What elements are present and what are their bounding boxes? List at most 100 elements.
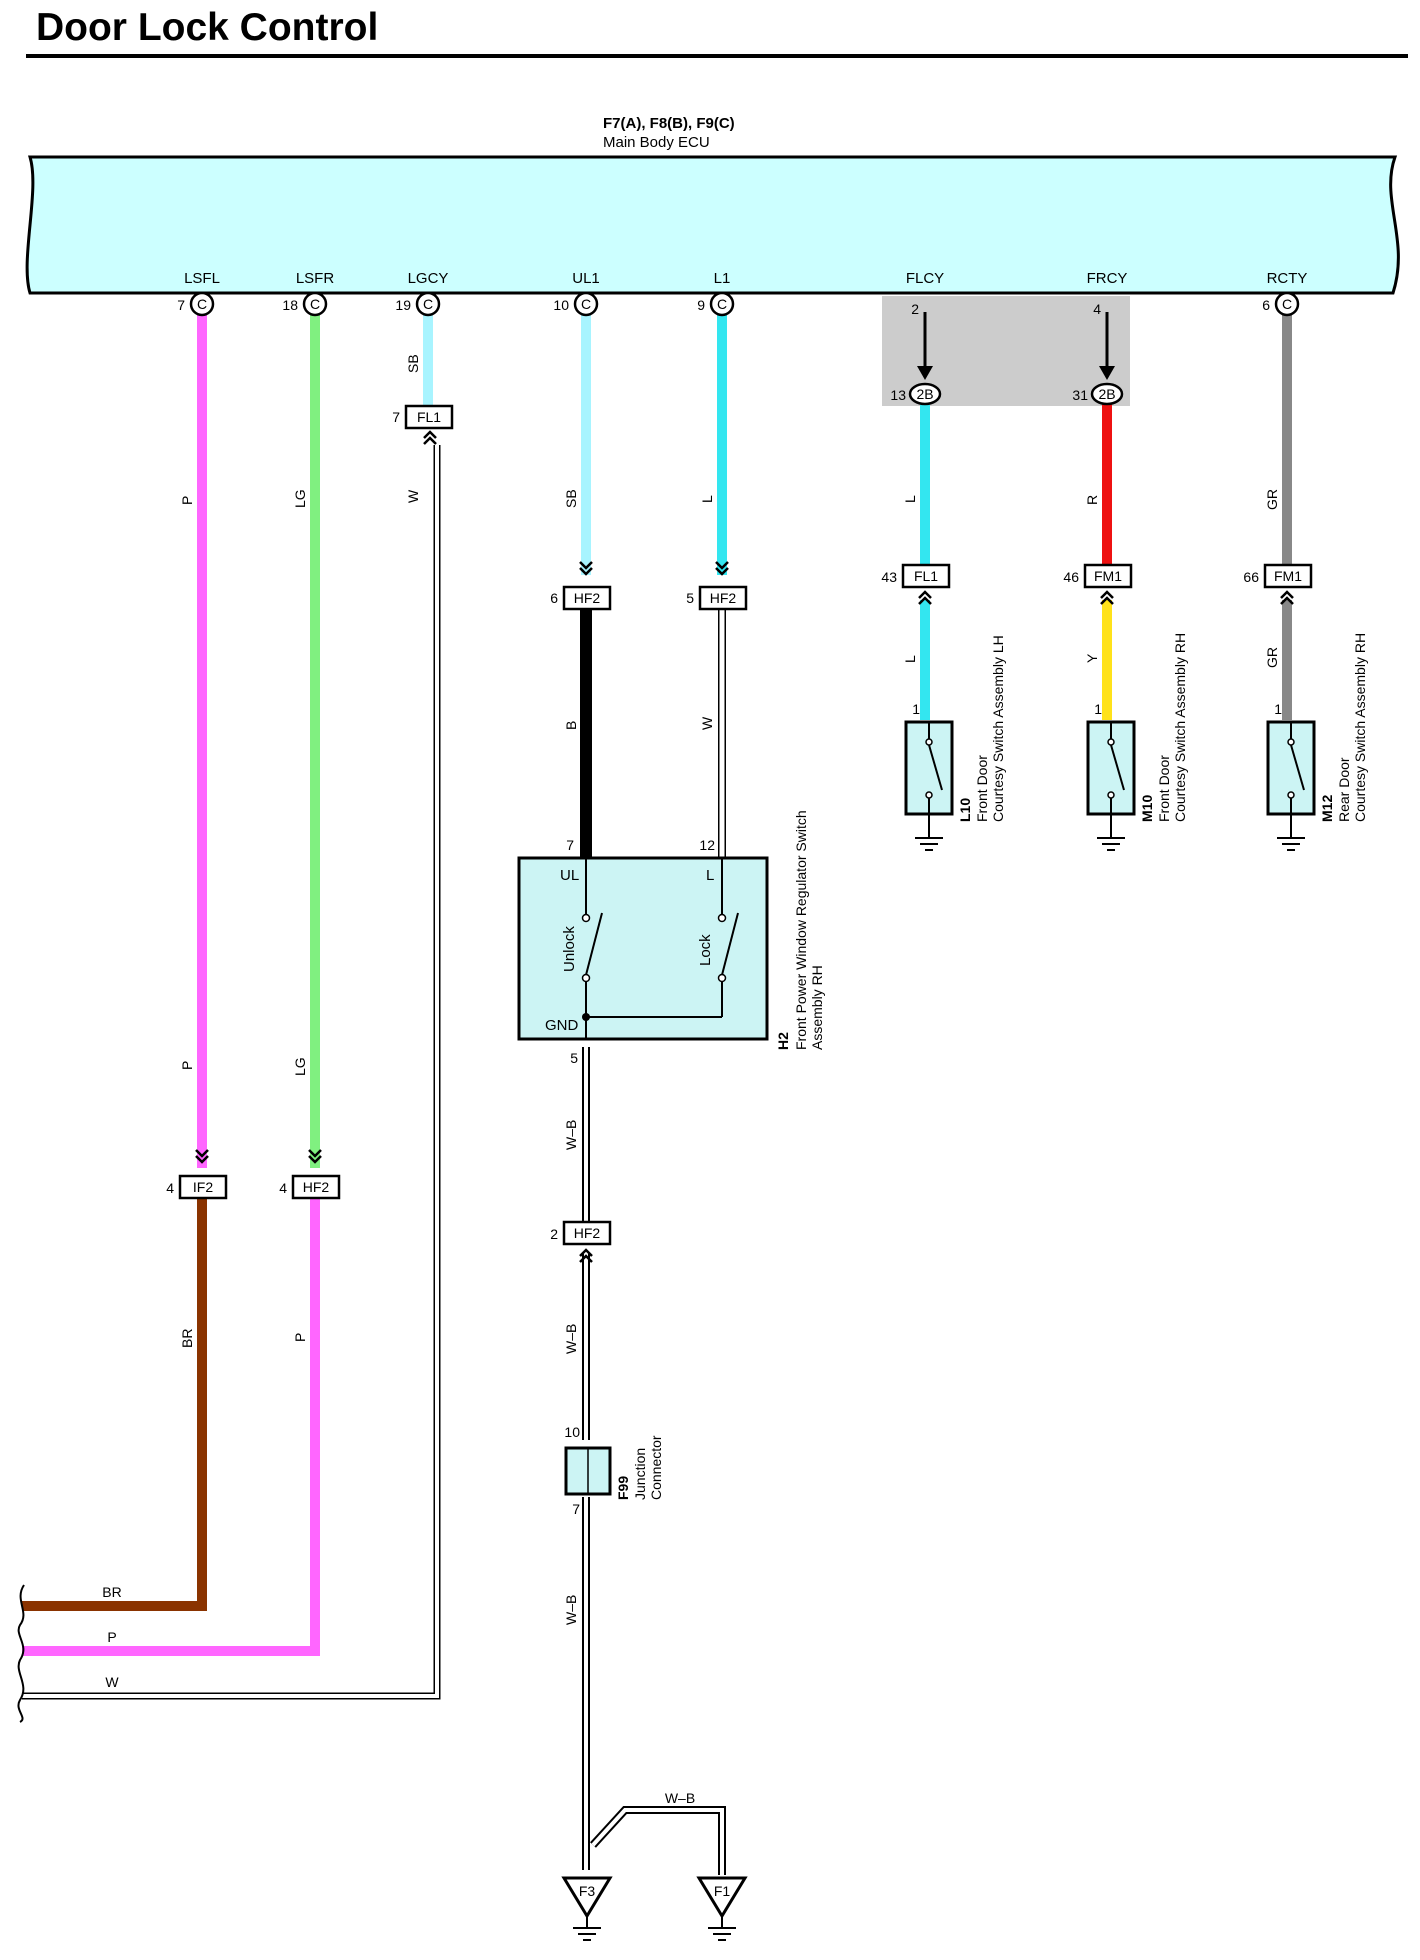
pin-number: 5	[570, 1050, 578, 1066]
pin-number: 1	[1274, 701, 1282, 717]
wire-color-label: P	[292, 1333, 308, 1342]
wire-color-label: GR	[1264, 489, 1280, 510]
wire-color-label: L	[902, 495, 918, 503]
pin-number: 6	[1262, 297, 1270, 313]
wire-color-label: L	[699, 495, 715, 503]
wire-color-label: GR	[1264, 647, 1280, 668]
offpage-label: W	[105, 1674, 119, 1690]
wire-color-label: Y	[1084, 653, 1100, 663]
terminal-name: RCTY	[1267, 270, 1308, 287]
title-rule	[26, 54, 1408, 58]
pin-connector: C	[423, 296, 433, 312]
ecu-pin-lgcy: 19 C	[395, 291, 441, 317]
pin-number: 43	[881, 569, 897, 585]
component-code: L10	[957, 798, 973, 822]
component-name: Rear Door	[1336, 757, 1352, 822]
wire-lgcy-w	[22, 445, 441, 1700]
terminal-name: FRCY	[1087, 270, 1128, 287]
connector-fl1-flcy: 43 FL1	[881, 563, 951, 606]
component-m10: 1 M10 Front Door Courtesy Switch Assembl…	[1086, 633, 1188, 851]
wire-color-label: W	[405, 489, 421, 503]
connector-label: HF2	[574, 590, 601, 606]
switch-label: Unlock	[561, 926, 578, 972]
component-name: Front Door	[1156, 755, 1172, 822]
connector-label: FL1	[417, 409, 441, 425]
pin-number: 1	[1094, 701, 1102, 717]
terminal-name: L1	[714, 270, 731, 287]
wire-lsfl-lower	[22, 1198, 207, 1611]
connector-label: FM1	[1094, 568, 1122, 584]
pin-number: 9	[697, 297, 705, 313]
ground-f1: F1	[696, 1876, 748, 1941]
ecu-pin-lsfr: 18 C	[282, 291, 328, 317]
component-name: Courtesy Switch Assembly RH	[1352, 633, 1368, 822]
connector-hf2-gnd: 2 HF2	[550, 1220, 612, 1264]
pin-connector: C	[197, 296, 207, 312]
connector-hf2-ul1: 6 HF2	[550, 560, 612, 611]
pin-number: 7	[177, 297, 185, 313]
connector-label: HF2	[574, 1225, 601, 1241]
pin-number: 7	[572, 1501, 580, 1517]
pin-number: 10	[553, 297, 569, 313]
terminal-name: LSFR	[296, 270, 335, 287]
component-code: M10	[1139, 795, 1155, 822]
pin-number: 2	[550, 1226, 558, 1242]
offpage-label: BR	[102, 1584, 121, 1600]
wire-color-label: W	[699, 716, 715, 730]
pin-number: 1	[912, 701, 920, 717]
connector-hf2-lsfr: 4 HF2	[279, 1148, 341, 1200]
component-name: Front Power Window Regulator Switch	[793, 810, 809, 1050]
ground-label: F1	[714, 1883, 731, 1899]
pin-number: 6	[550, 590, 558, 606]
connector-fm1-rcty: 66 FM1	[1243, 563, 1313, 606]
connector-if2-lsfl: 4 IF2	[166, 1148, 228, 1200]
terminal-name: LGCY	[408, 270, 449, 287]
ground-label: F3	[579, 1883, 596, 1899]
component-name: Courtesy Switch Assembly RH	[1172, 633, 1188, 822]
wire-color-label: BR	[179, 1329, 195, 1348]
component-code: H2	[775, 1032, 791, 1050]
component-l10: 1 L10 Front Door Courtesy Switch Assembl…	[904, 635, 1006, 851]
wire-color-label: B	[563, 721, 579, 730]
connector-label: 2B	[916, 386, 933, 402]
connector-label: IF2	[193, 1179, 213, 1195]
connector-2b-flcy: 13 2B	[890, 382, 942, 406]
component-name: Assembly RH	[809, 965, 825, 1050]
ground-f3: F3	[561, 1876, 613, 1941]
wire-lsfr-lower	[22, 1198, 320, 1656]
terminal-label: UL	[560, 867, 579, 884]
wire-color-label: P	[179, 1061, 195, 1070]
ecu-header: F7(A), F8(B), F9(C)	[603, 115, 735, 132]
wire-color-label: LG	[292, 489, 308, 508]
pin-number: 4	[279, 1180, 287, 1196]
wire-color-label: SB	[563, 489, 579, 508]
page-title: Door Lock Control	[36, 6, 379, 49]
pin-number: 10	[564, 1424, 580, 1440]
component-name: Front Door	[974, 755, 990, 822]
pin-number: 12	[699, 837, 715, 853]
offpage-label: P	[107, 1629, 116, 1645]
wire-color-label: W–B	[563, 1120, 579, 1150]
pin-number: 4	[166, 1180, 174, 1196]
component-h2: 7 12 5 UL L GND Unlock Lock H2 Front Pow…	[517, 810, 825, 1066]
connector-fm1-frcy: 46 FM1	[1063, 563, 1133, 606]
component-name: Connector	[648, 1435, 664, 1500]
ecu-pin-rcty: 6 C	[1262, 291, 1300, 317]
switch-label: Lock	[697, 934, 714, 966]
pin-connector: C	[310, 296, 320, 312]
pin-connector: C	[581, 296, 591, 312]
connector-label: HF2	[303, 1179, 330, 1195]
component-m12: 1 M12 Rear Door Courtesy Switch Assembly…	[1266, 633, 1368, 851]
connector-label: FL1	[914, 568, 938, 584]
ecu-body	[25, 155, 1400, 295]
terminal-label: GND	[545, 1017, 579, 1034]
pin-number: 7	[566, 837, 574, 853]
terminal-label: L	[706, 867, 714, 884]
component-f99: 10 7 F99 Junction Connector	[564, 1424, 664, 1517]
ecu-pin-l1: 9 C	[697, 291, 735, 317]
wire-color-label: L	[902, 655, 918, 663]
offpage-break	[17, 1584, 25, 1723]
wire-color-label: W–B	[665, 1790, 695, 1806]
pin-number: 46	[1063, 569, 1079, 585]
